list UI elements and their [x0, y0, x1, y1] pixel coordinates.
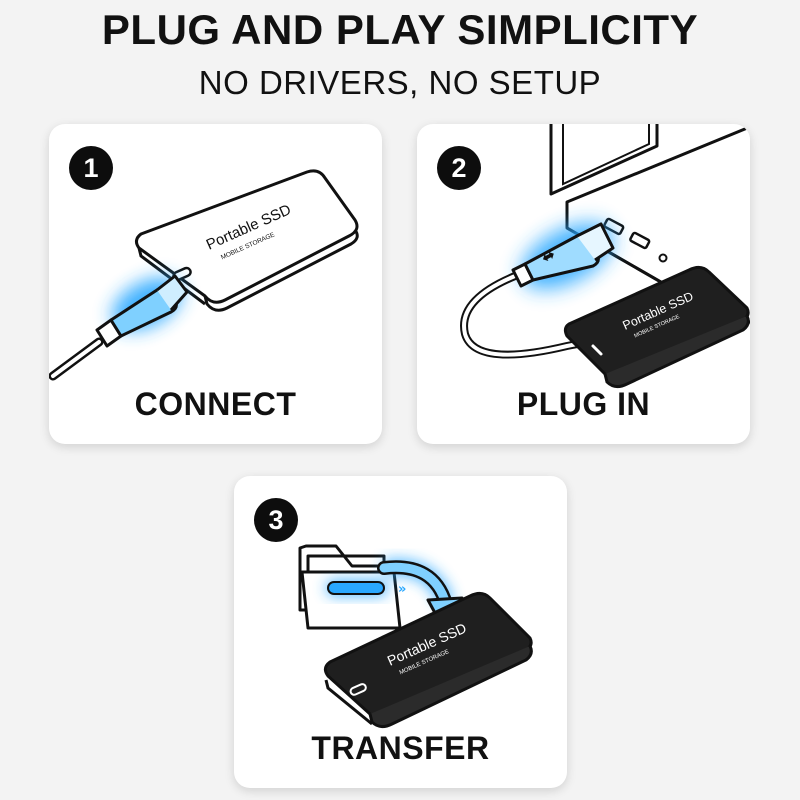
page-subtitle: NO DRIVERS, NO SETUP [198, 64, 602, 101]
portable-ssd-dark: Portable SSD MOBILE STORAGE [323, 591, 533, 729]
connect-illustration: Portable SSD MOBILE STORAGE [49, 169, 359, 381]
portable-ssd-dark: Portable SSD MOBILE STORAGE [563, 265, 750, 389]
page-title: PLUG AND PLAY SIMPLICITY [101, 6, 699, 53]
plug-in-illustration: ⬌ Portable SSD MOBILE STORAGE [460, 124, 750, 389]
step-number-badge: 2 [437, 146, 481, 190]
step-card-transfer: » Portable SSD MOBILE STORAGE 3 TRANSFER [234, 476, 567, 788]
folder-icon: » [298, 544, 406, 630]
usb-a-cable-icon: ⬌ [460, 222, 619, 359]
step-card-plug-in: ⬌ Portable SSD MOBILE STORAGE 2 PLUG IN [417, 124, 750, 444]
step-card-connect: Portable SSD MOBILE STORAGE 1 CONNECT [49, 124, 382, 444]
step-label-plug-in: PLUG IN [516, 386, 651, 422]
step-label-transfer: TRANSFER [311, 730, 490, 766]
usb-c-cable-icon [49, 274, 189, 381]
svg-text:»: » [398, 582, 406, 597]
transfer-illustration: » Portable SSD MOBILE STORAGE [298, 544, 533, 729]
step-number-badge: 1 [69, 146, 113, 190]
step-number-badge: 3 [254, 498, 298, 542]
step-label-connect: CONNECT [134, 386, 297, 422]
